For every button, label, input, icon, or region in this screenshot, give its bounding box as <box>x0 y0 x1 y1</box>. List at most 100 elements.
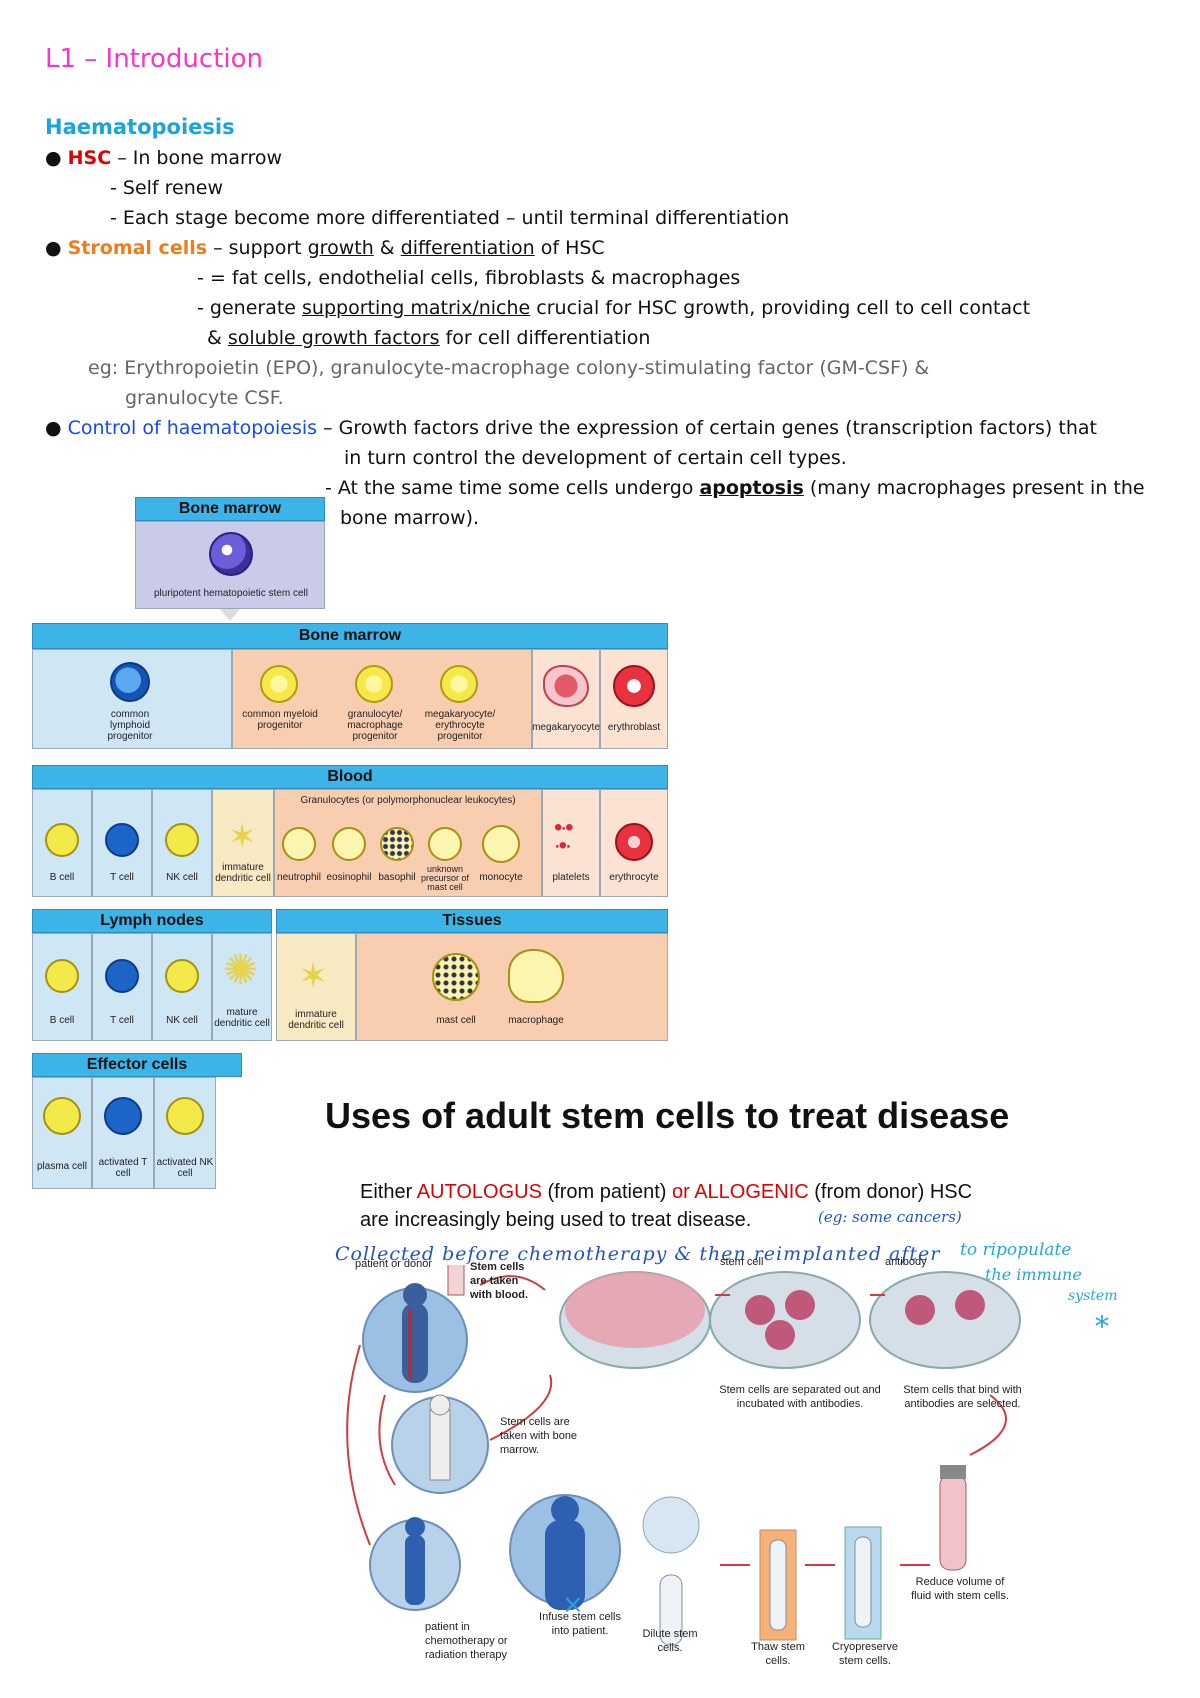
blood-header: Blood <box>32 765 668 789</box>
lymph-nk-cell-icon <box>165 959 199 993</box>
control-term: Control of haematopoiesis <box>67 417 318 439</box>
top-bone-marrow-header: Bone marrow <box>135 497 325 521</box>
label-antibody: antibody <box>885 1256 927 1268</box>
bm-cell-label: common lymphoid progenitor <box>107 709 153 742</box>
platelets-box <box>542 789 600 897</box>
immature-dc-box <box>212 789 274 897</box>
monocyte-icon <box>482 825 520 863</box>
effector-header: Effector cells <box>32 1053 242 1077</box>
handwritten-collected: Collected before chemotherapy & then rei… <box>335 1243 941 1265</box>
haematopoiesis-diagram: Bone marrow pluripotent hematopoietic st… <box>30 497 670 1197</box>
text: - At the same time some cells undergo <box>325 477 700 499</box>
tube-dilute <box>659 1574 683 1646</box>
tissue-dc-icon: ✶ <box>298 955 329 996</box>
bone-marrow-header: Bone marrow <box>32 623 668 649</box>
hsc-sub-2: - Each stage become more differentiated … <box>110 207 790 229</box>
megakaryocyte-icon <box>543 665 589 707</box>
effector-cell-label: activated NK cell <box>156 1157 214 1179</box>
autologus-term: AUTOLOGUS <box>416 1181 542 1203</box>
mast-precursor-icon <box>428 827 462 861</box>
label-patient-or-donor: patient or donor <box>355 1258 433 1270</box>
erythrocyte-icon <box>615 823 653 861</box>
label-selected: Stem cells that bind with antibodies are… <box>903 1384 1022 1410</box>
nk-cell-icon <box>165 823 199 857</box>
underlined-differentiation: differentiation <box>400 237 535 259</box>
underlined-growth-factors: soluble growth factors <box>227 327 440 349</box>
section-heading: Haematopoiesis <box>45 115 235 139</box>
tissue-cell-label: immature dendritic cell <box>288 1009 344 1031</box>
bullet-hsc: ● HSC – In bone marrow <box>45 143 282 173</box>
lymph-cell-label: T cell <box>110 1015 134 1026</box>
text: crucial for HSC growth, providing cell t… <box>530 297 1031 319</box>
example-line-2: granulocyte CSF. <box>125 387 284 409</box>
mast-cell-icon <box>432 953 480 1001</box>
slide-heading: Uses of adult stem cells to treat diseas… <box>325 1095 1010 1136</box>
lymph-dc-box <box>212 933 272 1041</box>
stem-cell-treatment-figure: patient or donor Stem cells are taken wi… <box>330 1256 1150 1667</box>
text: & <box>207 327 228 349</box>
underlined-niche: supporting matrix/niche <box>302 297 531 319</box>
b-cell-icon <box>45 823 79 857</box>
blood-cell-label: NK cell <box>166 872 198 883</box>
blood-cell-label: immature dendritic cell <box>215 862 271 884</box>
blood-cell-label: erythrocyte <box>609 872 659 883</box>
tissue-cell-label: macrophage <box>508 1015 564 1026</box>
allogenic-term: or ALLOGENIC <box>671 1181 809 1203</box>
page-title: L1 – Introduction <box>45 44 264 74</box>
label-infuse: Infuse stem cells into patient. <box>539 1611 621 1637</box>
hsc-sub-1: - Self renew <box>110 177 224 199</box>
stromal-text: & <box>373 237 401 259</box>
label-separated: Stem cells are separated out and incubat… <box>719 1384 881 1410</box>
platelets-icon: •∙•∙•∙ <box>554 814 574 859</box>
text: are increasingly being used to treat dis… <box>360 1209 752 1231</box>
label-stem-cell: stem cell <box>720 1256 764 1268</box>
stem-cell-label: pluripotent hematopoietic stem cell <box>154 588 308 599</box>
text: - generate <box>197 297 303 319</box>
bm-cell-label: common myeloid progenitor <box>242 709 318 731</box>
myeloid-progenitor-icon <box>260 665 298 703</box>
label-dilute: Dilute stem cells. <box>642 1628 698 1654</box>
dish-2 <box>709 1271 861 1369</box>
underlined-growth: growth <box>307 237 374 259</box>
effector-cell-label: plasma cell <box>36 1161 88 1172</box>
blood-cell-label: unknown precursor of mast cell <box>420 864 470 892</box>
stromal-sub-1: - = fat cells, endothelial cells, fibrob… <box>197 267 741 289</box>
figure-graphics <box>346 1265 1021 1646</box>
stromal-text: – support <box>207 237 308 259</box>
granulocyte-progenitor-icon <box>355 665 393 703</box>
basophil-icon <box>380 827 414 861</box>
label-thaw: Thaw stem cells. <box>751 1641 805 1667</box>
blood-cell-label: basophil <box>378 872 416 883</box>
handwritten-repopulate: to ripopulate <box>960 1240 1072 1260</box>
bm-cell-label: granulocyte/ macrophage progenitor <box>347 709 403 742</box>
handwritten-system: system <box>1068 1288 1118 1304</box>
stem-cell-icon <box>209 532 253 576</box>
lymph-nodes-header: Lymph nodes <box>32 909 272 933</box>
control-line-4: bone marrow). <box>340 507 480 529</box>
text: Either <box>360 1181 417 1203</box>
tissue-dc-box <box>276 933 356 1041</box>
erythroblast-icon <box>613 665 655 707</box>
effector-cell-label: activated T cell <box>98 1157 148 1179</box>
label-stem-marrow: Stem cells are taken with bone marrow. <box>500 1416 578 1456</box>
label-patient-chemo: patient in chemotherapy or radiation the… <box>425 1621 508 1661</box>
stromal-text: of HSC <box>534 237 605 259</box>
activated-nk-icon <box>166 1097 204 1135</box>
lymph-t-cell-icon <box>105 959 139 993</box>
down-arrow-icon <box>220 609 240 621</box>
stromal-term: Stromal cells <box>67 237 208 259</box>
bullet-dot: ● <box>45 237 68 259</box>
blood-cell-label: monocyte <box>479 872 523 883</box>
handwritten-x: × <box>562 1590 584 1620</box>
activated-nk-box <box>154 1077 216 1189</box>
dish-3 <box>869 1271 1021 1369</box>
tube-reduce <box>939 1474 967 1571</box>
bullet-control: ● Control of haematopoiesis – Growth fac… <box>45 413 1097 443</box>
label-reduce: Reduce volume of fluid with stem cells. <box>911 1576 1009 1602</box>
blood-cell-label: neutrophil <box>277 872 321 883</box>
lymph-cell-label: NK cell <box>166 1015 198 1026</box>
control-line-3: - At the same time some cells undergo ap… <box>325 473 1145 503</box>
hsc-term: HSC <box>67 147 112 169</box>
activated-t-icon <box>104 1097 142 1135</box>
plasma-cell-icon <box>43 1097 81 1135</box>
